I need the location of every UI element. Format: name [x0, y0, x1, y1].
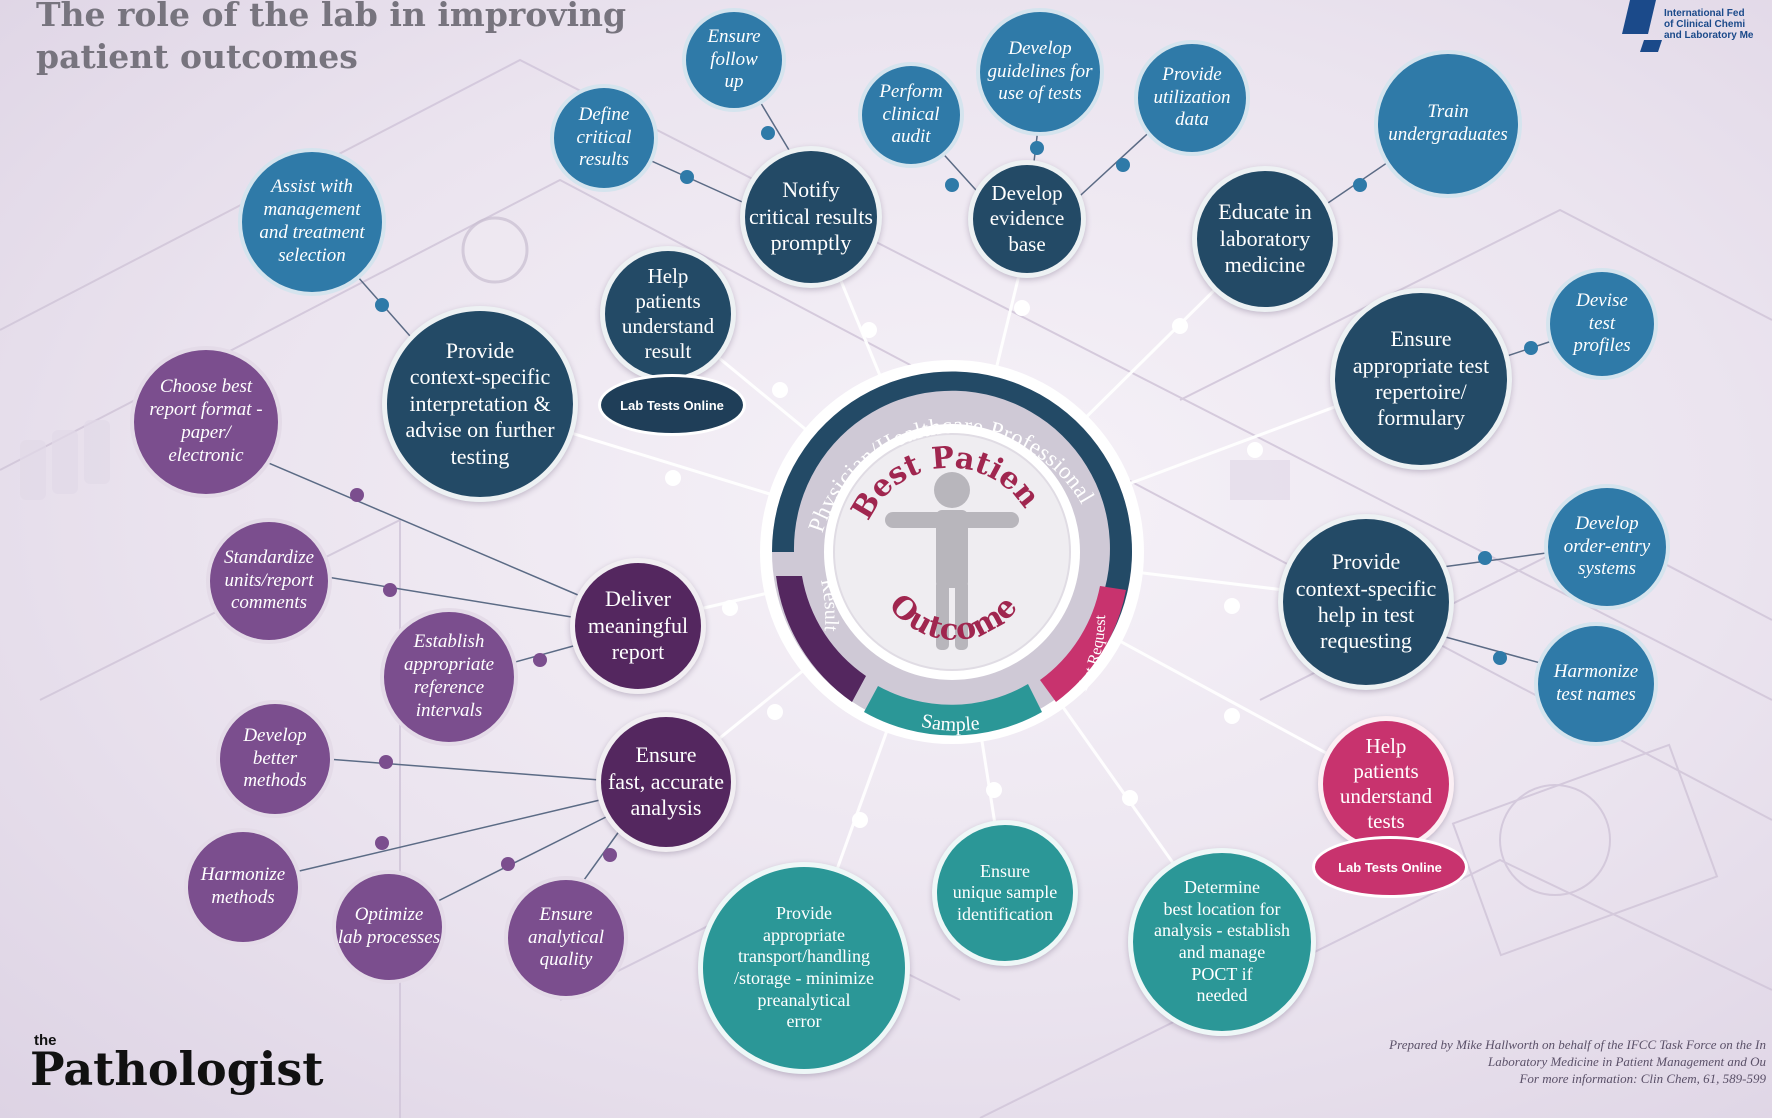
minor-assist-management: Assist with management and treatment sel… [238, 148, 386, 296]
minor-ensure-follow-up: Ensure follow up [682, 8, 786, 112]
minor-perform-clinical-audit: Perform clinical audit [858, 62, 964, 168]
node-context-interpretation: Provide context-specific interpretation … [382, 306, 578, 502]
node-unique-sample-id: Ensure unique sample identification [932, 820, 1078, 966]
brand-name: Pathologist [30, 1042, 324, 1096]
svg-text:Sample: Sample [920, 710, 981, 736]
lab-tests-online-badge-2: Lab Tests Online [1312, 836, 1468, 898]
ifcc-logo-text: International Fed of Clinical Chemi and … [1664, 8, 1754, 41]
minor-develop-guidelines: Develop guidelines for use of tests [976, 8, 1104, 136]
minor-develop-better-methods: Develop better methods [216, 700, 334, 818]
minor-train-undergraduates: Train undergraduates [1374, 50, 1522, 198]
lab-tests-online-badge-1: Lab Tests Online [598, 374, 746, 436]
segment-label-sample: Sample [920, 710, 981, 736]
minor-order-entry-systems: Develop order-entry systems [1544, 484, 1670, 610]
credit-text: Prepared by Mike Hallworth on behalf of … [1389, 1037, 1766, 1086]
minor-harmonize-test-names: Harmonize test names [1534, 622, 1658, 746]
page-title: The role of the lab in improving patient… [36, 0, 627, 76]
node-transport-handling: Provide appropriate transport/handling /… [698, 862, 910, 1074]
segment-sample [864, 684, 1042, 736]
minor-choose-report-format: Choose best report format - paper/ elect… [130, 346, 282, 498]
node-fast-accurate-analysis: Ensure fast, accurate analysis [596, 712, 736, 852]
minor-provide-utilization-data: Provide utilization data [1134, 40, 1250, 156]
node-help-patients-result: Help patients understand result [600, 246, 736, 382]
node-help-patients-tests: Help patients understand tests [1318, 716, 1454, 852]
node-test-repertoire: Ensure appropriate test repertoire/ form… [1330, 288, 1512, 470]
minor-standardize-units: Standardize units/report comments [206, 518, 332, 644]
segment-result [776, 576, 866, 702]
node-educate-lab-medicine: Educate in laboratory medicine [1192, 166, 1338, 312]
minor-ensure-analytical-quality: Ensure analytical quality [504, 876, 628, 1000]
node-deliver-report: Deliver meaningful report [570, 558, 706, 694]
segment-label-result: Result [816, 577, 842, 633]
minor-harmonize-methods: Harmonize methods [184, 828, 302, 946]
segment-test-request [1040, 586, 1126, 702]
person-icon [885, 472, 1019, 650]
central-hub: Physician/Healthcare Professional Best P… [760, 340, 1144, 744]
svg-text:Result: Result [816, 577, 842, 633]
minor-devise-test-profiles: Devise test profiles [1546, 268, 1658, 380]
node-notify-critical-results: Notify critical results promptly [740, 146, 882, 288]
minor-optimize-lab-processes: Optimize lab processes [332, 870, 446, 984]
node-develop-evidence-base: Develop evidence base [968, 160, 1086, 278]
minor-define-critical-results: Define critical results [550, 84, 658, 192]
minor-reference-intervals: Establish appropriate reference interval… [380, 608, 518, 746]
node-best-location-poct: Determine best location for analysis - e… [1128, 848, 1316, 1036]
ifcc-logo-mark [1622, 0, 1662, 52]
node-context-help-requesting: Provide context-specific help in test re… [1278, 514, 1454, 690]
brand-prefix: the [34, 1032, 57, 1049]
ifcc-logo: International Fed of Clinical Chemi and … [1622, 0, 1772, 52]
